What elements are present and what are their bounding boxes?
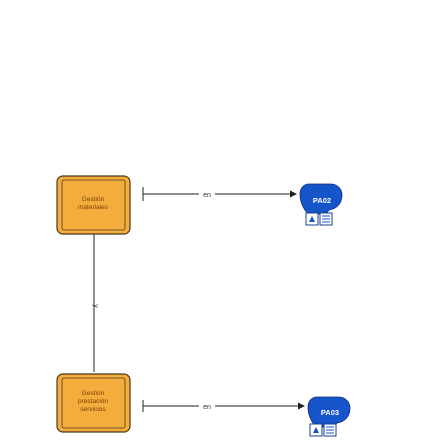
process-label-line-1: Gestión [82,390,105,397]
reference-label: PA02 [313,196,331,205]
connector-bracket-en-2 [142,400,199,412]
reference-node-pa03[interactable]: PA03 [307,396,351,437]
document-icon-detail [313,427,319,433]
process-outer-box [56,373,131,433]
connector-label-y: y [92,304,99,308]
process-box-gestion-materiales[interactable]: Gestión materiales [56,175,131,235]
process-label-line-3: servicios [80,406,106,413]
process-inner-box [61,377,126,429]
connector-label-en-2: en [203,404,211,411]
document-icon-detail [309,216,315,222]
list-icon-lines [322,215,330,223]
process-outer-box [56,175,131,235]
connector-bracket-en-1 [142,187,199,201]
list-icon-lines [326,426,334,434]
reference-label: PA03 [321,408,339,417]
process-label-line-2: prestación [78,398,108,405]
process-box-gestion-prestacion-servicios[interactable]: Gestión prestación servicios [56,373,131,433]
process-label-line-2: materiales [78,204,109,211]
process-inner-box [61,179,126,231]
process-label-line-1: Gestión [82,196,105,203]
reference-shape [299,183,343,215]
reference-node-pa02[interactable]: PA02 [299,183,343,226]
connector-label-en-1: en [203,192,211,199]
